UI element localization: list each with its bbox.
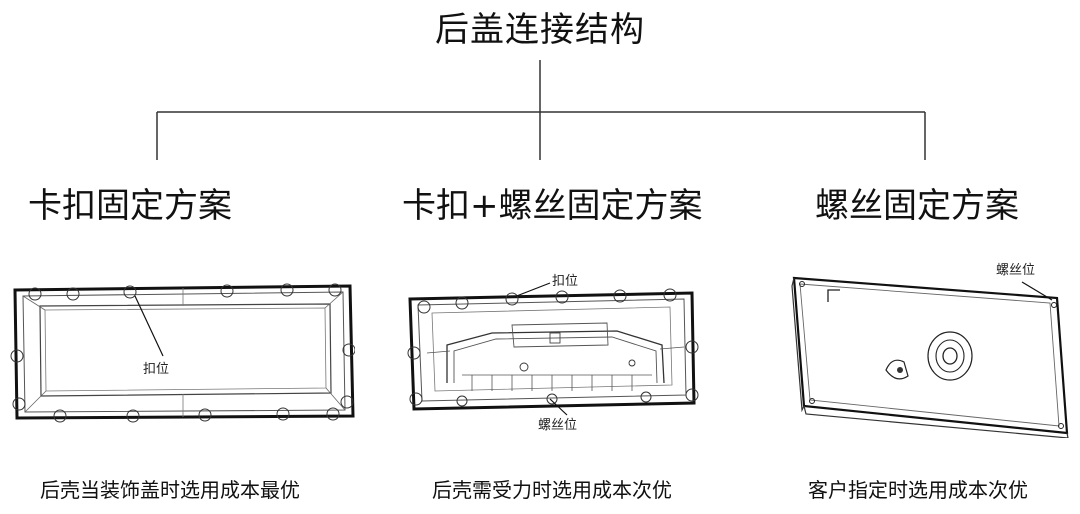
snap-callout-label: 扣位: [552, 274, 578, 289]
heading-screw: 螺丝固定方案: [815, 186, 1019, 226]
snap-fit-cover-drawing: 扣位: [10, 283, 355, 423]
screw-callout-label: 螺丝位: [538, 418, 577, 433]
heading-snap-fit: 卡扣固定方案: [28, 186, 232, 226]
caption-snap-screw: 后壳需受力时选用成本次优: [432, 478, 672, 502]
caption-screw: 客户指定时选用成本次优: [808, 478, 1028, 502]
tree-connector: [156, 60, 926, 160]
diagram-title: 后盖连接结构: [435, 10, 645, 50]
snap-screw-cover-drawing: 扣位 螺丝位: [407, 274, 699, 433]
snap-callout-label: 扣位: [143, 362, 169, 377]
screw-callout-label: 螺丝位: [996, 263, 1035, 278]
screw-cover-drawing: 螺丝位: [791, 263, 1069, 438]
heading-snap-screw: 卡扣+螺丝固定方案: [402, 186, 703, 226]
caption-snap-fit: 后壳当装饰盖时选用成本最优: [40, 478, 300, 502]
